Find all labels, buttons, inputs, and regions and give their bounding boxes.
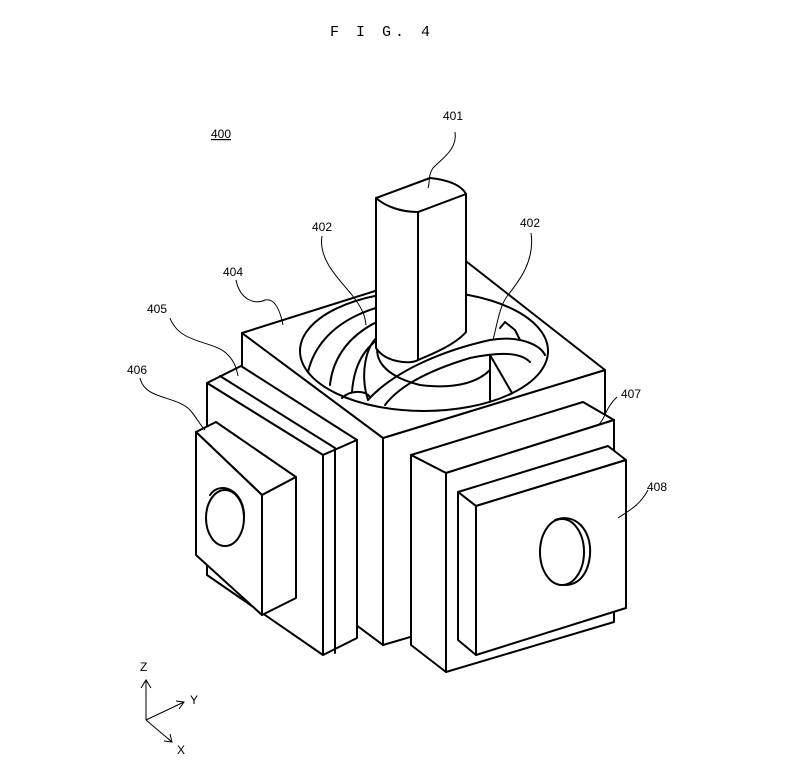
right-knob: [539, 518, 585, 586]
coordinate-axes: Z Y X: [140, 660, 198, 757]
label-405: 405: [147, 302, 167, 316]
figure-title: F I G. 4: [330, 24, 434, 41]
label-401: 401: [443, 109, 463, 123]
label-402-left: 402: [312, 220, 332, 234]
left-plate-406: [195, 421, 297, 616]
label-402-right: 402: [520, 216, 540, 230]
axis-z-label: Z: [140, 660, 147, 674]
right-plate-408: [457, 445, 627, 656]
axis-y-label: Y: [190, 693, 198, 707]
label-407: 407: [621, 387, 641, 401]
label-404: 404: [223, 265, 243, 279]
axis-x-label: X: [177, 743, 185, 757]
label-406: 406: [127, 363, 147, 377]
shaft-401: [375, 177, 467, 364]
label-408: 408: [647, 480, 667, 494]
assembly-reference: 400: [211, 127, 231, 141]
